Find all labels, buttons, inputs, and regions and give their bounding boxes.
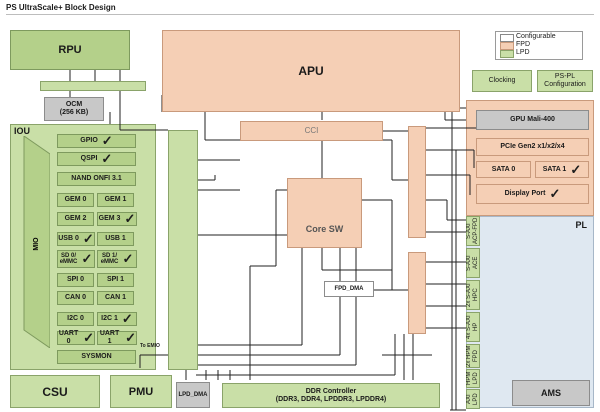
ddr-types-label: (DDR3, DDR4, LPDDR3, LPDDR4) <box>275 395 387 403</box>
core-sw-block: Core SW <box>287 178 362 248</box>
sd0-block: SD 0/ eMMC <box>57 250 95 268</box>
to-emio-label: To EMIO <box>140 343 160 349</box>
pl-region: PL <box>466 216 594 408</box>
uart0-block: UART 0 <box>57 330 95 345</box>
legend-fpd-label: FPD <box>516 41 530 48</box>
port-s-axi-hp: 4x S-AXI HP <box>466 312 480 342</box>
mio-label: MIO <box>33 237 40 251</box>
i2c1-label: I2C 1 <box>101 315 118 322</box>
uart0-label: UART 0 <box>58 330 79 345</box>
mio-shape: MIO <box>23 136 50 348</box>
usb0-label: USB 0 <box>58 235 79 242</box>
gem3-label: GEM 3 <box>98 215 121 222</box>
csu-block: CSU <box>10 375 100 408</box>
legend-fpd-swatch <box>500 42 514 50</box>
ocm-block: OCM (256 KB) <box>44 97 104 121</box>
apu-block: APU <box>162 30 460 112</box>
port-s-axi-acp-fpd: S-AXI ACP-FPD <box>466 216 480 246</box>
usb0-block: USB 0 <box>57 232 95 246</box>
legend-lpd-label: LPD <box>516 49 530 56</box>
cci-block: CCI <box>240 121 383 141</box>
gem2-block: GEM 2 <box>57 212 94 226</box>
ddr-controller-block: DDR Controller (DDR3, DDR4, LPDDR3, LPDD… <box>222 383 440 408</box>
sata0-block: SATA 0 <box>476 161 531 178</box>
ddr-controller-label: DDR Controller <box>305 387 357 395</box>
fpd-main-switch <box>408 126 426 238</box>
legend-configurable-swatch <box>500 34 514 42</box>
clocking-block: Clocking <box>472 70 532 92</box>
can0-block: CAN 0 <box>57 291 94 305</box>
port-s-axi-hpc: 2x S-AXI HPC <box>466 280 480 310</box>
gpio-block: GPIO <box>57 134 136 148</box>
pmu-block: PMU <box>110 375 172 408</box>
port-axi-lpd: AXI LPD <box>466 389 480 409</box>
rpu-interconnect <box>40 81 146 91</box>
i2c1-block: I2C 1 <box>97 312 137 326</box>
displayport-block: Display Port <box>476 184 589 204</box>
qspi-label: QSPI <box>80 155 98 162</box>
spi1-block: SPI 1 <box>97 273 134 287</box>
sata1-block: SATA 1 <box>535 161 589 178</box>
ps-pl-config-block: PS-PL Configuration <box>537 70 593 92</box>
uart1-label: UART 1 <box>99 330 120 345</box>
uart1-block: UART 1 <box>97 330 137 345</box>
sd1-block: SD 1/ eMMC <box>97 250 137 268</box>
lpd-main-switch <box>168 130 198 370</box>
spi0-block: SPI 0 <box>57 273 94 287</box>
diagram-title: PS UltraScale+ Block Design <box>6 3 116 12</box>
lpd-dma-block: LPD_DMA <box>176 382 210 408</box>
gpio-label: GPIO <box>80 137 98 144</box>
sysmon-block: SYSMON <box>57 350 136 364</box>
ocm-label: OCM <box>65 101 83 108</box>
legend: Configurable FPD LPD <box>495 31 583 60</box>
i2c0-block: I2C 0 <box>57 312 94 326</box>
hp-switch <box>408 252 426 334</box>
ps-pl-label: PS-PL <box>554 73 576 80</box>
qspi-block: QSPI <box>57 152 136 166</box>
ps-pl-config-label: Configuration <box>544 81 586 88</box>
usb1-block: USB 1 <box>97 232 134 246</box>
pl-label: PL <box>575 220 587 230</box>
pcie-block: PCIe Gen2 x1/x2/x4 <box>476 138 589 156</box>
legend-configurable-label: Configurable <box>516 33 556 40</box>
rpu-block: RPU <box>10 30 130 70</box>
gem0-block: GEM 0 <box>57 193 94 207</box>
displayport-label: Display Port <box>504 190 546 197</box>
gpu-block: GPU Mali-400 <box>476 110 589 130</box>
port-s-axi-ace: S-AXI ACE <box>466 248 480 278</box>
gem3-block: GEM 3 <box>97 212 137 226</box>
port-hpm-fpd: 2x HPM FPD <box>466 344 480 368</box>
gem1-block: GEM 1 <box>97 193 134 207</box>
ocm-size: (256 KB) <box>59 109 89 116</box>
port-hpm-lpd: HPM LPD <box>466 369 480 388</box>
nand-block: NAND ONFI 3.1 <box>57 172 136 186</box>
title-divider <box>6 14 594 15</box>
ams-block: AMS <box>512 380 590 406</box>
can1-block: CAN 1 <box>97 291 134 305</box>
iou-label: IOU <box>14 126 31 136</box>
sata1-label: SATA 1 <box>542 165 567 173</box>
sd0-label: SD 0/ eMMC <box>59 253 78 265</box>
fpd-dma-block: FPD_DMA <box>324 281 374 297</box>
legend-lpd-swatch <box>500 50 514 58</box>
sd1-label: SD 1/ eMMC <box>100 253 119 265</box>
